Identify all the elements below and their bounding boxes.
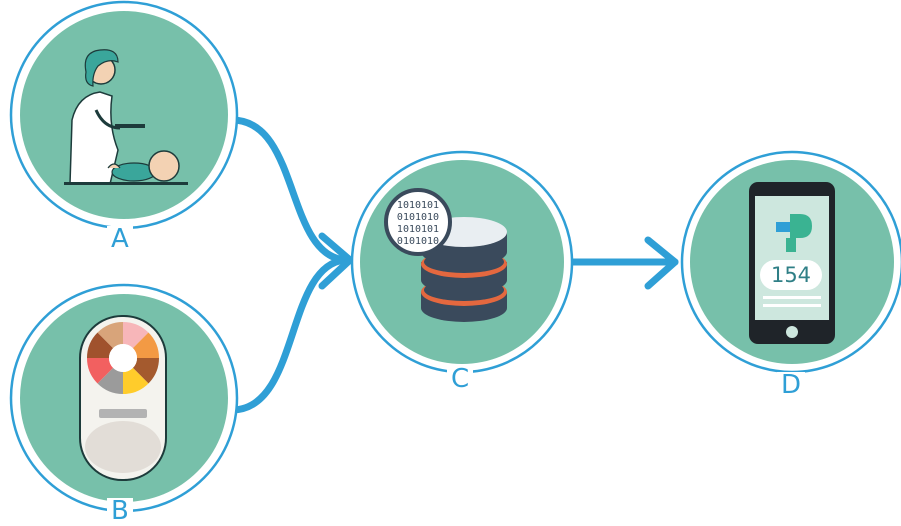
arrowhead-c	[318, 232, 354, 290]
color-chart-device-icon	[79, 315, 167, 481]
app-logo-icon	[776, 222, 790, 232]
arrowhead-d	[644, 236, 679, 290]
arrows	[228, 116, 679, 414]
color-wheel-segment	[123, 367, 149, 394]
binary-magnifier-icon: 1010101 0101010 1010101 0101010	[384, 188, 452, 256]
node-label-d: D	[777, 372, 806, 398]
node-a	[9, 0, 239, 230]
color-wheel-segment	[87, 358, 114, 384]
edge-a-to-c	[228, 116, 349, 264]
node-label-c: C	[447, 366, 474, 392]
color-wheel-icon	[87, 322, 159, 394]
smartphone-icon	[749, 182, 835, 344]
binary-line: 1010101	[397, 200, 439, 211]
node-b	[9, 283, 239, 513]
edge-b-to-c	[228, 256, 349, 414]
color-wheel-segment	[87, 332, 114, 358]
binary-line: 0101010	[397, 212, 439, 223]
color-wheel-segment	[132, 332, 159, 358]
binary-line: 1010101	[397, 224, 439, 235]
node-c: 1010101 0101010 1010101 0101010	[350, 150, 574, 374]
color-wheel-segment	[97, 322, 123, 349]
node-a-circle	[20, 11, 228, 219]
color-wheel-segment	[132, 358, 159, 384]
binary-line: 0101010	[397, 236, 439, 247]
node-label-a: A	[107, 226, 133, 252]
color-wheel-segment	[97, 367, 123, 394]
phone-reading-value: 154	[760, 260, 822, 290]
node-label-b: B	[107, 498, 133, 524]
color-wheel-segment	[123, 322, 149, 349]
nurse-with-baby-icon	[64, 49, 188, 185]
